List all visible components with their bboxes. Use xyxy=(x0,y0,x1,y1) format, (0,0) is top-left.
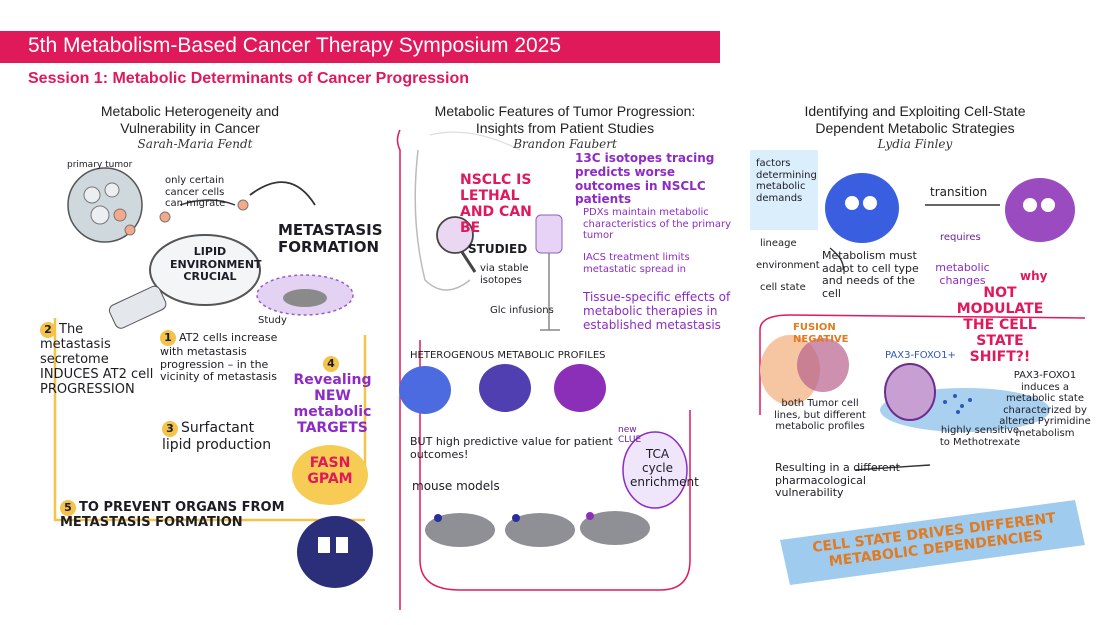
talk-1-speaker: Sarah-Maria Fendt xyxy=(137,137,253,151)
blue-cell-character xyxy=(825,173,899,243)
magnifier-illustration xyxy=(108,234,261,329)
note-primary-tumor: primary tumor xyxy=(67,160,133,170)
note-environment: environment xyxy=(756,260,820,271)
talk-2-title: Metabolic Features of Tumor Progression:… xyxy=(434,103,696,136)
note-bullet-2: PDXs maintain metabolic characteristics … xyxy=(583,207,732,241)
talk-2-speaker: Brandon Faubert xyxy=(513,137,617,151)
talk-3-speaker: Lydia Finley xyxy=(877,137,953,151)
note-glc: Glc infusions xyxy=(490,305,554,316)
point-5-number: 5 xyxy=(60,500,76,516)
point-1-number: 1 xyxy=(160,330,176,346)
point-3-text: Surfactant lipid production xyxy=(162,420,272,453)
session-title: Session 1: Metabolic Determinants of Can… xyxy=(28,70,470,87)
point-5-text: TO PREVENT ORGANS FROM METASTASIS FORMAT… xyxy=(60,500,285,530)
note-mouse-models: mouse models xyxy=(412,479,500,493)
note-lineage: lineage xyxy=(760,238,797,249)
note-nsclc: NSCLC is lethal and can be xyxy=(460,172,532,237)
header-banner: 5th Metabolism-Based Cancer Therapy Symp… xyxy=(0,31,720,63)
note-only-certain: only certain cancer cells can migrate xyxy=(165,175,226,209)
iv-bag-illustration xyxy=(535,214,563,331)
note-why: why xyxy=(1020,269,1048,283)
note-cell-state: cell state xyxy=(760,282,806,293)
primary-tumor-illustration xyxy=(67,167,143,243)
page-title: 5th Metabolism-Based Cancer Therapy Symp… xyxy=(28,34,562,57)
note-bullet-3: IACS treatment limits metastatic spread … xyxy=(583,252,690,275)
cancer-cell-character xyxy=(297,516,373,588)
note-metabolic-changes: metabolic changes xyxy=(935,261,990,287)
note-metastasis-formation: Metastasis FORMATION xyxy=(278,221,383,257)
note-via-isotopes: via stable isotopes xyxy=(480,263,529,286)
purple-cell-character xyxy=(1005,178,1075,242)
note-both: both Tumor cell lines, but different met… xyxy=(774,398,866,432)
note-tca: TCA cycle enrichment xyxy=(630,447,699,489)
note-point-4: 4Revealing NEW metabolic TARGETS xyxy=(285,355,380,436)
point-1-text: AT2 cells increase with metastasis progr… xyxy=(160,331,278,384)
note-but: BUT high predictive value for patient ou… xyxy=(410,435,613,461)
note-bullet-4: Tissue-specific effects of metabolic the… xyxy=(583,290,731,332)
tumor-cells-row xyxy=(399,364,606,414)
note-new-clue: new CLUE xyxy=(618,425,642,446)
note-pax3-metabolism: PAX3-FOXO1 induces a metabolic state cha… xyxy=(999,370,1091,439)
note-targets: FASN GPAM xyxy=(307,455,353,488)
point-4-text: Revealing NEW metabolic TARGETS xyxy=(293,372,372,437)
note-not-modulate: NOT MODULATE the cell state SHIFT?! xyxy=(956,285,1044,366)
point-4-number: 4 xyxy=(323,356,339,372)
note-heterogenous: HETEROGENOUS METABOLIC PROFILES xyxy=(410,350,606,361)
note-bullet-1: 13C isotopes tracing predicts worse outc… xyxy=(575,151,715,207)
note-study: Study xyxy=(258,315,287,326)
note-highly-sensitive: highly sensitive to Methotrexate xyxy=(939,425,1021,448)
mouse-models-illustration xyxy=(425,511,650,547)
note-requires: requires xyxy=(940,232,981,243)
point-3-number: 3 xyxy=(162,421,178,437)
talk-1-title: Metabolic Heterogeneity and Vulnerabilit… xyxy=(100,103,280,136)
note-transition: transition xyxy=(930,185,988,199)
note-factors: factors determining metabolic demands xyxy=(756,158,817,204)
point-2-text: The metastasis secretome INDUCES AT2 cel… xyxy=(40,322,154,397)
note-pax3: PAX3-FOXO1+ xyxy=(885,350,956,361)
talk-3-title: Identifying and Exploiting Cell-State De… xyxy=(804,103,1026,136)
note-metabolism-adapt: Metabolism must adapt to cell type and n… xyxy=(822,249,919,300)
note-resulting: Resulting in a different pharmacological… xyxy=(775,461,900,500)
point-2-number: 2 xyxy=(40,322,56,338)
note-lipid-environment: LIPID ENVIRONMENT CRUCIAL xyxy=(170,245,262,284)
note-studied: STUDIED xyxy=(468,242,528,256)
note-fusion-negative: FUSION NEGATIVE xyxy=(793,322,849,345)
